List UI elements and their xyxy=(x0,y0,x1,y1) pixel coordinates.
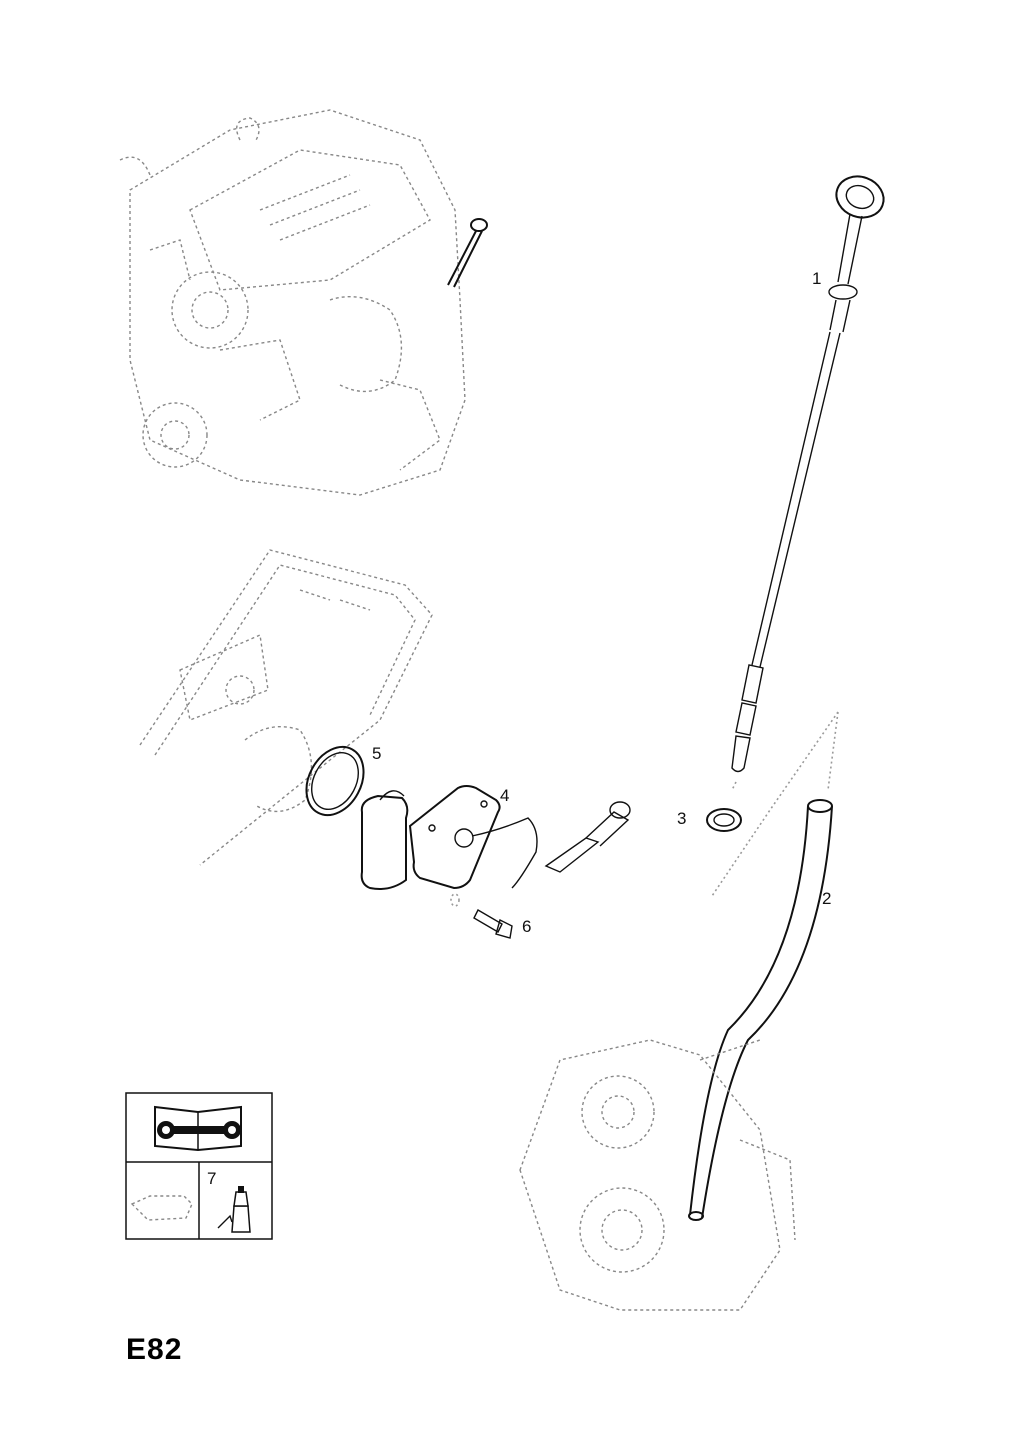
callout-4: 4 xyxy=(500,786,510,805)
callout-1: 1 xyxy=(812,269,822,288)
oil-dipstick xyxy=(731,175,885,791)
callout-5: 5 xyxy=(372,744,382,763)
lower-engine-illustration xyxy=(519,1039,796,1311)
dipstick-guide-tube xyxy=(688,711,839,1221)
callout-6: 6 xyxy=(522,917,532,936)
page-code: E82 xyxy=(126,1333,183,1366)
oil-pan-housing-illustration xyxy=(139,549,433,866)
callout-2: 2 xyxy=(822,889,832,908)
o-ring-seal xyxy=(706,808,742,832)
callout-7: 7 xyxy=(207,1169,217,1188)
legend-box xyxy=(125,1092,273,1240)
oil-level-sensor xyxy=(360,785,631,890)
oil-pan-icon xyxy=(130,1195,193,1221)
service-manual-wrench-book-icon xyxy=(154,1105,242,1152)
sensor-gasket-ring xyxy=(305,745,365,817)
mounting-bolt xyxy=(450,893,513,939)
engine-overview-illustration xyxy=(119,109,488,496)
callout-3: 3 xyxy=(677,809,687,828)
sealant-bottle-icon xyxy=(217,1186,251,1233)
